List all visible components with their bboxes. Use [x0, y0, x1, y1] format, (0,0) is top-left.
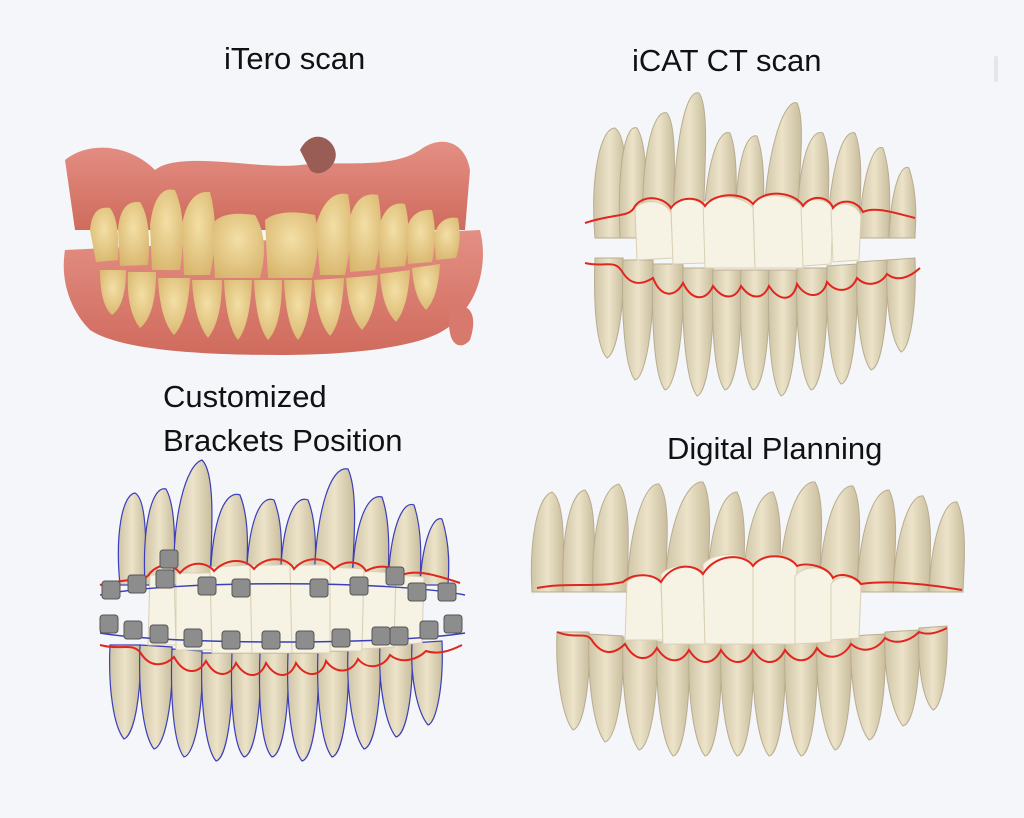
- scan-artifact-right: [449, 306, 474, 346]
- scan-artifact: [300, 136, 336, 174]
- digital-planning-image: [527, 472, 972, 762]
- itero-scan-label: iTero scan: [224, 41, 366, 76]
- brackets-lower-roots: [109, 640, 443, 762]
- brackets-model-svg: [99, 459, 466, 762]
- itero-scan-image: [60, 130, 492, 362]
- brackets-upper-roots: [117, 459, 450, 586]
- planning-model-svg: [530, 481, 965, 757]
- planning-lower-margin-line: [556, 627, 948, 663]
- icat-ct-scan-label: iCAT CT scan: [632, 43, 822, 78]
- brackets-lower-margin-line: [99, 644, 463, 676]
- planning-lower-roots: [556, 625, 948, 757]
- icat-lower-roots: [594, 257, 916, 397]
- lower-brackets: [99, 614, 463, 650]
- icat-ct-scan-image: [575, 88, 935, 400]
- icat-upper-margin-line: [584, 192, 916, 224]
- upper-teeth: [90, 189, 460, 278]
- customized-brackets-label-line2: Brackets Position: [163, 423, 403, 458]
- upper-brackets: [101, 549, 457, 602]
- edge-mark: [994, 56, 998, 82]
- customized-brackets-label-line1: Customized: [163, 379, 327, 414]
- digital-planning-label: Digital Planning: [667, 431, 883, 466]
- icat-lower-margin-line: [584, 262, 921, 299]
- icat-model-svg: [584, 92, 921, 397]
- lower-teeth: [100, 264, 440, 340]
- planning-crowns: [624, 554, 862, 645]
- planning-upper-margin-line: [536, 555, 963, 591]
- brackets-position-image: [90, 455, 480, 765]
- itero-scan-svg: [63, 136, 483, 355]
